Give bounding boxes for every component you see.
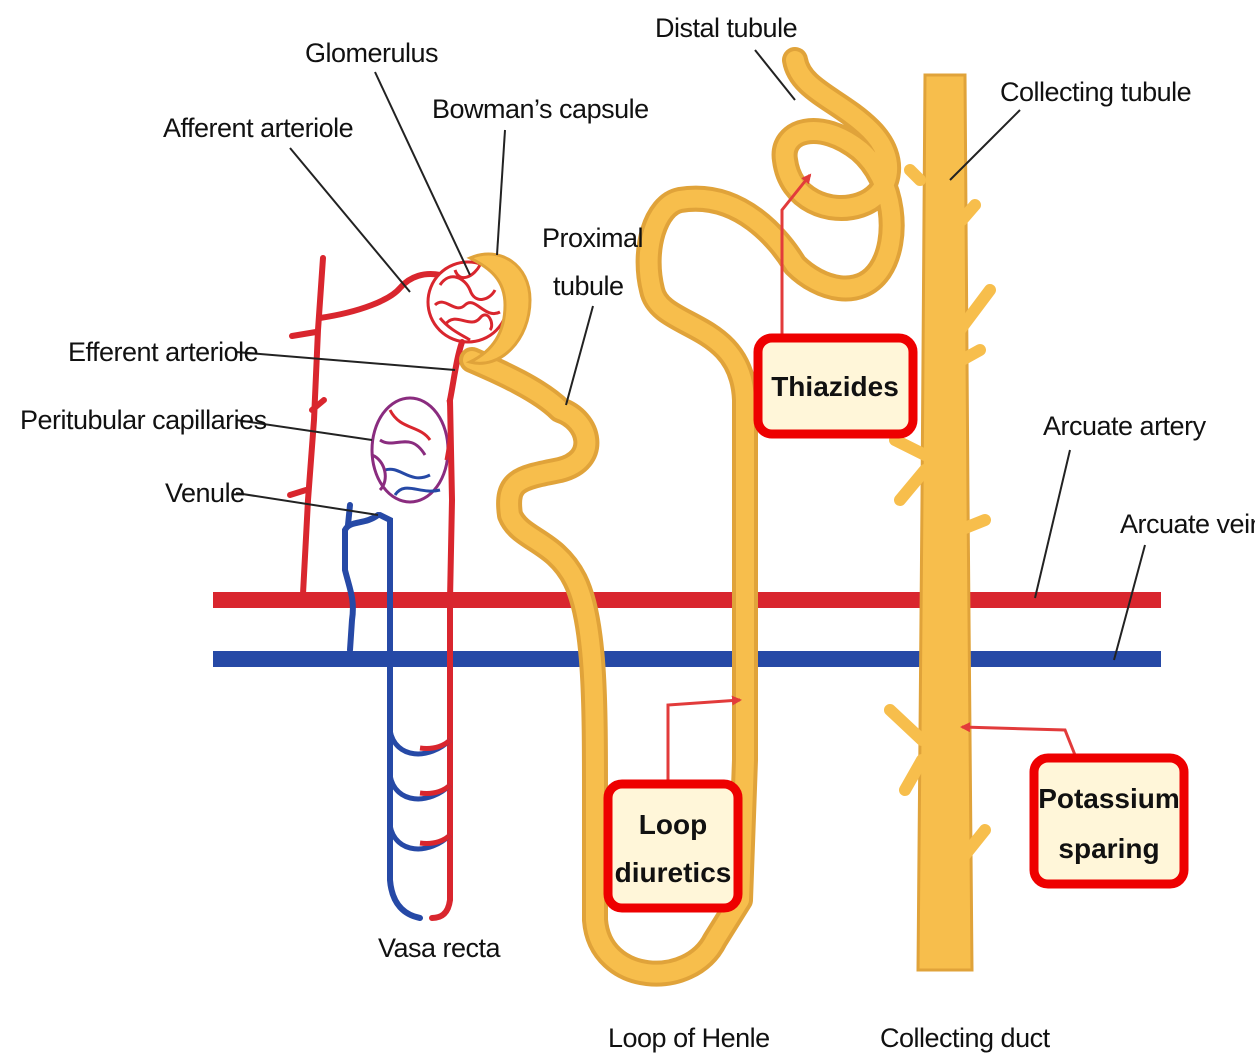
label-arcuate-vein: Arcuate vein	[1120, 509, 1255, 539]
potassium-sparing-label-2: sparing	[1058, 833, 1159, 864]
vasa-recta-loops	[390, 730, 450, 849]
label-collecting-tubule: Collecting tubule	[1000, 77, 1191, 107]
label-loop-of-henle: Loop of Henle	[608, 1023, 770, 1053]
leader-lines	[236, 50, 1145, 660]
label-bowmans-capsule: Bowman’s capsule	[432, 94, 649, 124]
arcuate-vein	[213, 651, 1161, 667]
label-venule: Venule	[165, 478, 245, 508]
loop-diuretics-label-1: Loop	[639, 809, 707, 840]
label-efferent-arteriole: Efferent arteriole	[68, 337, 258, 367]
label-collecting-duct: Collecting duct	[880, 1023, 1051, 1053]
venule	[345, 505, 420, 918]
thiazides-label: Thiazides	[771, 371, 899, 402]
loop-diuretics-box: Loop diuretics	[608, 784, 738, 908]
label-proximal-tubule-2: tubule	[553, 271, 624, 301]
thiazides-box: Thiazides	[758, 338, 913, 434]
label-vasa-recta: Vasa recta	[378, 933, 502, 963]
efferent-arteriole	[450, 342, 462, 400]
label-distal-tubule: Distal tubule	[655, 13, 797, 43]
label-peritubular-capillaries: Peritubular capillaries	[20, 405, 267, 435]
label-afferent-arteriole: Afferent arteriole	[163, 113, 353, 143]
peritubular-capillaries	[372, 398, 450, 502]
label-arcuate-artery: Arcuate artery	[1043, 411, 1207, 441]
potassium-sparing-label-1: Potassium	[1038, 783, 1180, 814]
potassium-sparing-box: Potassium sparing	[1034, 758, 1184, 884]
loop-diuretics-label-2: diuretics	[615, 857, 732, 888]
label-proximal-tubule-1: Proximal	[542, 223, 643, 253]
label-glomerulus: Glomerulus	[305, 38, 438, 68]
